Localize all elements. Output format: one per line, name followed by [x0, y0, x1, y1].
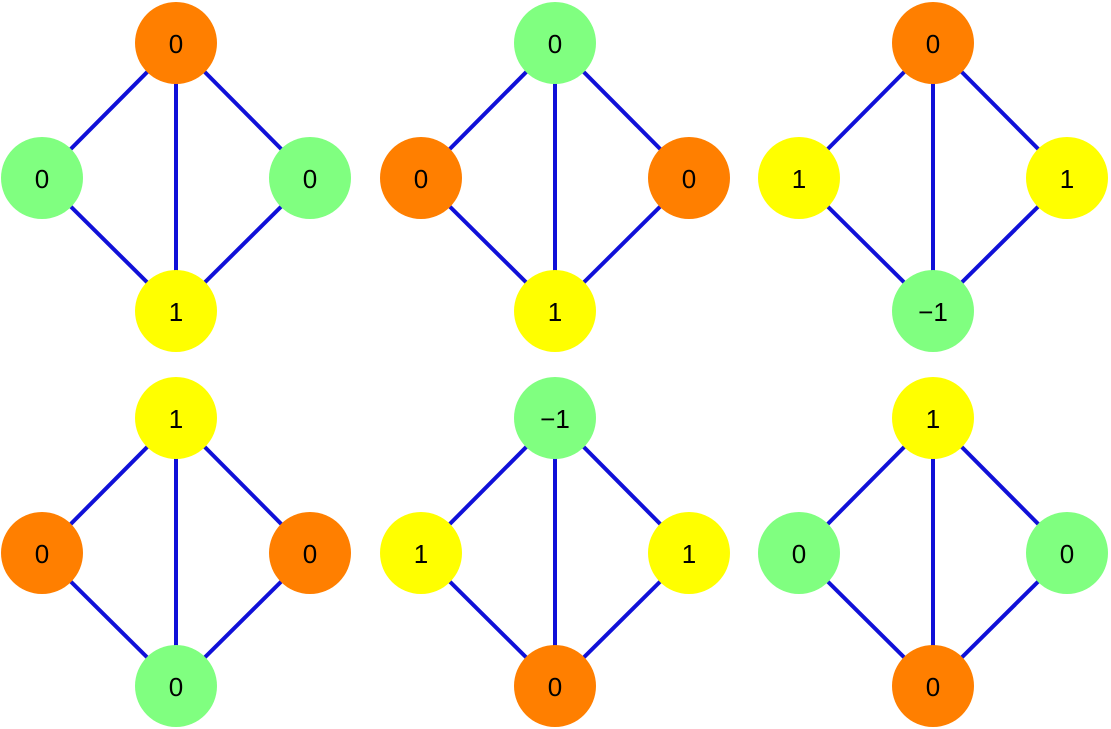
node-label-bottom: 0 [548, 672, 562, 702]
node-label-left: 0 [35, 164, 49, 194]
node-label-top: 0 [548, 29, 562, 59]
node-right [648, 512, 730, 594]
node-right [648, 137, 730, 219]
node-left [758, 512, 840, 594]
node-left [380, 512, 462, 594]
graph-panel-2: 0 0 0 1 [380, 2, 730, 352]
node-label-bottom: −1 [918, 297, 948, 327]
node-label-bottom: 0 [926, 672, 940, 702]
graph-panel-3: 0 1 1 −1 [758, 2, 1108, 352]
node-label-left: 1 [414, 539, 428, 569]
node-label-top: 1 [926, 404, 940, 434]
node-top [514, 2, 596, 84]
node-bottom [514, 645, 596, 727]
node-label-top: −1 [540, 404, 570, 434]
node-right [269, 512, 351, 594]
node-bottom [892, 645, 974, 727]
node-label-bottom: 1 [169, 297, 183, 327]
node-top [892, 2, 974, 84]
node-label-left: 0 [792, 539, 806, 569]
node-label-right: 1 [1060, 164, 1074, 194]
node-label-right: 0 [1060, 539, 1074, 569]
node-top [135, 377, 217, 459]
node-label-bottom: 1 [548, 297, 562, 327]
node-top [514, 377, 596, 459]
node-top [135, 2, 217, 84]
node-label-bottom: 0 [169, 672, 183, 702]
graph-panel-1: 0 0 0 1 [1, 2, 351, 352]
node-label-right: 0 [303, 539, 317, 569]
node-label-left: 1 [792, 164, 806, 194]
node-top [892, 377, 974, 459]
node-label-right: 1 [682, 539, 696, 569]
node-left [758, 137, 840, 219]
graph-panel-4: 1 0 0 0 [1, 377, 351, 727]
node-label-top: 0 [169, 29, 183, 59]
node-label-top: 0 [926, 29, 940, 59]
node-left [1, 137, 83, 219]
node-left [380, 137, 462, 219]
node-label-right: 0 [303, 164, 317, 194]
node-bottom [892, 270, 974, 352]
node-right [1026, 512, 1108, 594]
node-label-left: 0 [414, 164, 428, 194]
node-label-right: 0 [682, 164, 696, 194]
graph-panel-5: −1 1 1 0 [380, 377, 730, 727]
node-right [1026, 137, 1108, 219]
node-bottom [135, 645, 217, 727]
node-right [269, 137, 351, 219]
node-label-top: 1 [169, 404, 183, 434]
node-left [1, 512, 83, 594]
graph-panel-6: 1 0 0 0 [758, 377, 1108, 727]
node-bottom [135, 270, 217, 352]
node-bottom [514, 270, 596, 352]
node-label-left: 0 [35, 539, 49, 569]
